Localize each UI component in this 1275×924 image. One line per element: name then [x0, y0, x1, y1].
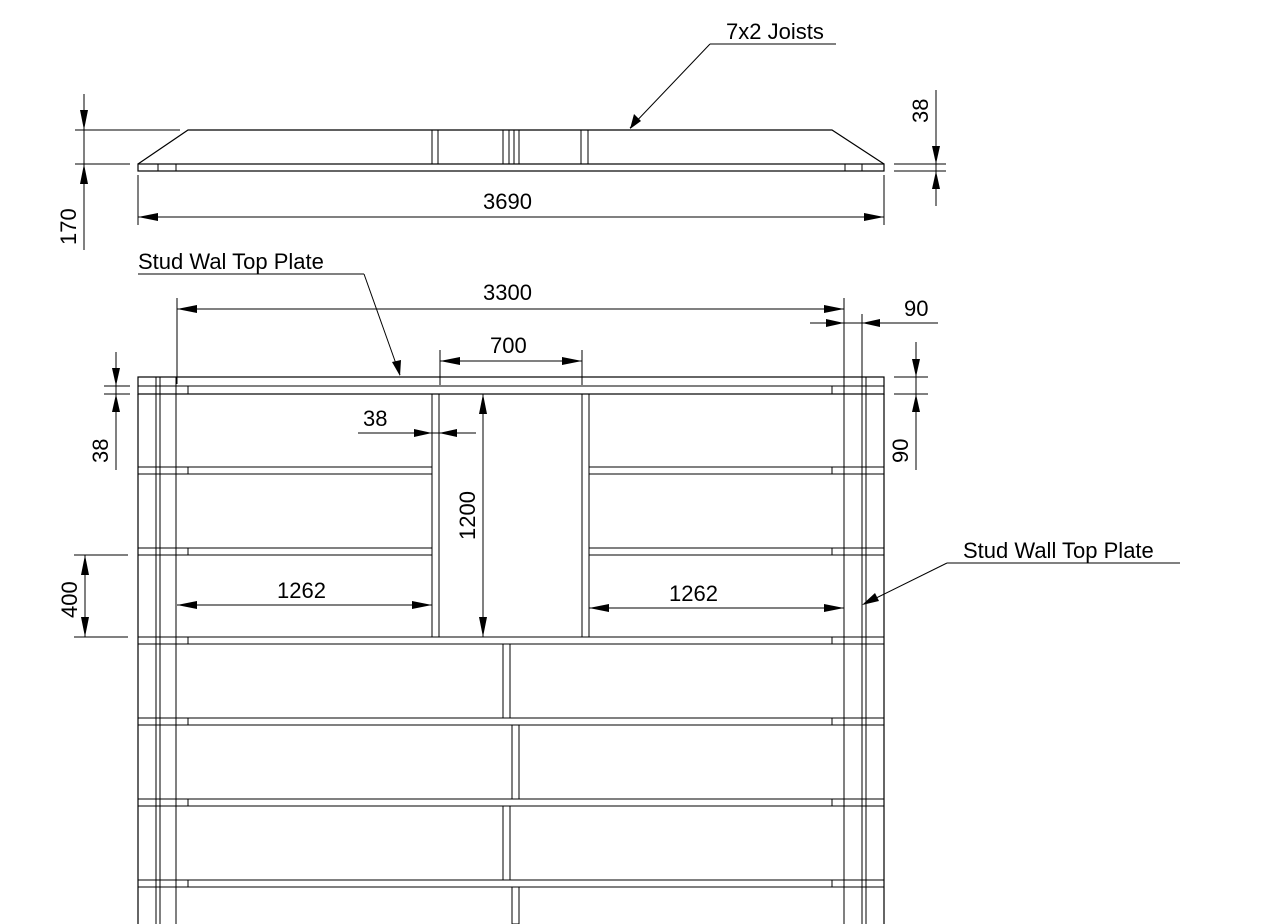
dim-frame-width-label: 3300: [483, 280, 532, 305]
joist-elevation: [137, 129, 885, 172]
dim-joist-thickness-label: 38: [908, 99, 933, 123]
dim-stud-thickness: [358, 429, 476, 437]
dim-left-bay-label: 1262: [277, 578, 326, 603]
dim-joist-height: [75, 94, 180, 250]
dim-stud-thickness-label: 38: [363, 406, 387, 431]
dim-stud-width-label: 90: [904, 296, 928, 321]
top-plate-right-leader: [862, 562, 1180, 605]
dim-plate-thickness-label: 38: [88, 439, 113, 463]
dim-right-bay: [589, 604, 844, 612]
dim-right-plate-depth: [894, 342, 928, 470]
dim-opening-width: [439, 350, 583, 385]
dim-stud-spacing-label: 400: [57, 581, 82, 618]
frame-plan: [137, 376, 885, 924]
dim-opening-height: [474, 393, 494, 638]
dim-joist-height-label: 170: [56, 208, 81, 245]
dim-plate-thickness: [104, 352, 130, 470]
joists-label: 7x2 Joists: [726, 19, 824, 44]
dim-opening-height-label: 1200: [455, 491, 480, 540]
top-plate-right-label: Stud Wall Top Plate: [963, 538, 1154, 563]
joists-leader: [629, 43, 836, 129]
dim-right-bay-label: 1262: [669, 581, 718, 606]
dim-joist-length-label: 3690: [483, 189, 532, 214]
dim-frame-width: [176, 298, 845, 384]
top-plate-left-label: Stud Wal Top Plate: [138, 249, 324, 274]
dim-joist-thickness: [894, 90, 946, 206]
dim-opening-width-label: 700: [490, 333, 527, 358]
dim-right-plate-depth-label: 90: [888, 439, 913, 463]
dim-stud-width: [810, 314, 938, 384]
top-plate-left-leader: [138, 273, 401, 376]
dim-joist-length: [137, 175, 885, 225]
dim-stud-spacing: [74, 554, 128, 638]
dim-left-bay: [177, 601, 432, 609]
